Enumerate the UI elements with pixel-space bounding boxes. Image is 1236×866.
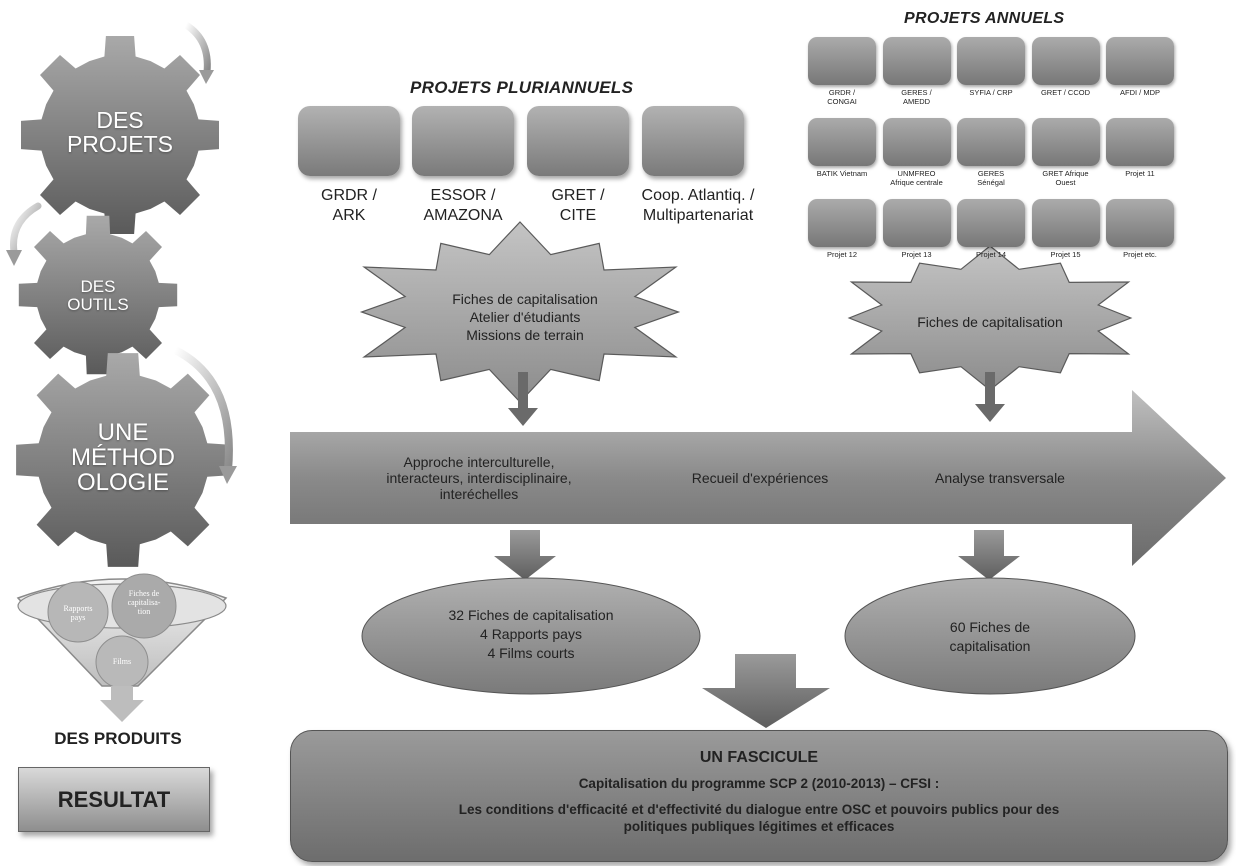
- annuel-box-2: [882, 37, 951, 85]
- arrow-down-to-fascicule: [702, 654, 830, 728]
- arrow-text-analyse: Analyse transversale: [935, 470, 1065, 486]
- pluriannuel-label-4: Coop. Atlantiq. / Multipartenariat: [641, 187, 755, 224]
- left-ellipse-text: 32 Fiches de capitalisation 4 Rapports p…: [448, 607, 614, 661]
- pluriannuel-box-1: [298, 106, 400, 176]
- curve-arrow-2: [10, 202, 42, 256]
- annuels-title: PROJETS ANNUELS: [904, 10, 1065, 27]
- main-process-arrow: [290, 390, 1226, 566]
- gear-label-projets: DES PROJETS: [66, 107, 174, 158]
- annuel-label-1: GRDR / CONGAI: [827, 88, 857, 106]
- gear-label-methodologie: UNE MÉTHOD OLOGIE: [71, 419, 175, 497]
- gear-1-shape: [21, 36, 219, 234]
- curve-arrow-1: [182, 21, 211, 76]
- annuel-label-7: UNMFREO Afrique centrale: [890, 169, 943, 187]
- annuel-label-4: GRET / CCOD: [1040, 88, 1091, 97]
- annuel-label-14: Projet 15: [1050, 250, 1081, 259]
- fascicule-title: UN FASCICULE: [699, 749, 819, 766]
- annuel-label-8: GERES Sénégal: [977, 169, 1005, 187]
- pluriannuel-label-2: ESSOR / AMAZONA: [423, 187, 503, 224]
- curve-arrow-2-head: [6, 250, 22, 266]
- right-ellipse-text: 60 Fiches de capitalisation: [949, 619, 1031, 654]
- annuel-label-2: GERES / AMEDD: [901, 88, 932, 106]
- gear-label-outils: DES OUTILS: [67, 277, 129, 314]
- funnel-label-rapports: Rapports pays: [63, 604, 93, 622]
- fascicule-subtitle: Capitalisation du programme SCP 2 (2010-…: [578, 776, 940, 791]
- output-ellipse-right: [844, 577, 1136, 695]
- annuel-box-8: [957, 118, 1025, 166]
- pluriannuels-title: PROJETS PLURIANNUELS: [410, 78, 634, 97]
- result-label: RESULTAT: [57, 787, 171, 812]
- funnel-down-arrow: [100, 686, 144, 722]
- annuel-box-9: [1031, 118, 1100, 166]
- pluriannuel-box-4: [642, 106, 744, 176]
- funnel-circle-rapports: [47, 581, 109, 643]
- annuel-label-11: Projet 12: [826, 250, 858, 259]
- funnel-circle-fiches: [111, 573, 177, 639]
- fascicule-body: Les conditions d'efficacité et d'effecti…: [458, 802, 1060, 834]
- arrow-down-star2: [975, 372, 1005, 422]
- annuel-label-13: Projet 14: [975, 250, 1007, 259]
- fascicule-box: UN FASCICULE Capitalisation du programme…: [290, 730, 1228, 862]
- result-box: RESULTAT: [18, 767, 210, 832]
- pluriannuel-label-3: GRET / CITE: [551, 187, 605, 224]
- curve-arrow-3-head: [219, 466, 237, 484]
- arrow-down-left-output: [494, 530, 556, 580]
- curve-arrow-1-head: [199, 70, 214, 84]
- funnel-label-films: Films: [112, 657, 132, 666]
- funnel-label-fiches: Fiches de capitalisa- tion: [127, 589, 161, 616]
- annuel-box-1: [808, 37, 876, 85]
- annuel-box-4: [1031, 37, 1100, 85]
- annuel-box-5: [1106, 37, 1174, 85]
- pluriannuel-label-1: GRDR / ARK: [321, 187, 377, 224]
- annuel-box-6: [808, 118, 876, 166]
- pluriannuel-box-3: [527, 106, 629, 176]
- arrow-text-approche: Approche interculturelle, interacteurs, …: [386, 454, 572, 502]
- annuel-box-12: [882, 199, 951, 247]
- annuel-label-15: Projet etc.: [1123, 250, 1157, 259]
- annuel-box-10: [1106, 118, 1174, 166]
- annuel-box-7: [882, 118, 951, 166]
- annuel-label-10: Projet 11: [1125, 169, 1155, 178]
- output-ellipse-left: [361, 577, 701, 695]
- annuel-label-5: AFDI / MDP: [1119, 88, 1160, 97]
- annuel-box-11: [808, 199, 876, 247]
- arrow-down-star1: [508, 372, 538, 426]
- pluriannuel-box-2: [412, 106, 514, 176]
- annuel-box-14: [1031, 199, 1100, 247]
- annuel-label-3: SYFIA / CRP: [969, 88, 1013, 97]
- starburst-annuels-text: Fiches de capitalisation: [917, 314, 1063, 330]
- curve-arrow-3: [171, 346, 233, 474]
- annuel-label-12: Projet 13: [901, 250, 932, 259]
- annuel-box-15: [1106, 199, 1174, 247]
- arrow-text-recueil: Recueil d'expériences: [691, 470, 829, 486]
- gear-3-shape: [16, 353, 230, 567]
- annuel-box-3: [957, 37, 1025, 85]
- gear-2-shape: [18, 215, 178, 375]
- annuel-box-13: [957, 199, 1025, 247]
- annuel-label-9: GRET Afrique Ouest: [1042, 169, 1089, 187]
- starburst-pluriannuels-text: Fiches de capitalisation Atelier d'étudi…: [452, 291, 598, 343]
- annuel-label-6: BATIK Vietnam: [816, 169, 868, 178]
- arrow-down-right-output: [958, 530, 1020, 580]
- products-label: DES PRODUITS: [54, 729, 182, 748]
